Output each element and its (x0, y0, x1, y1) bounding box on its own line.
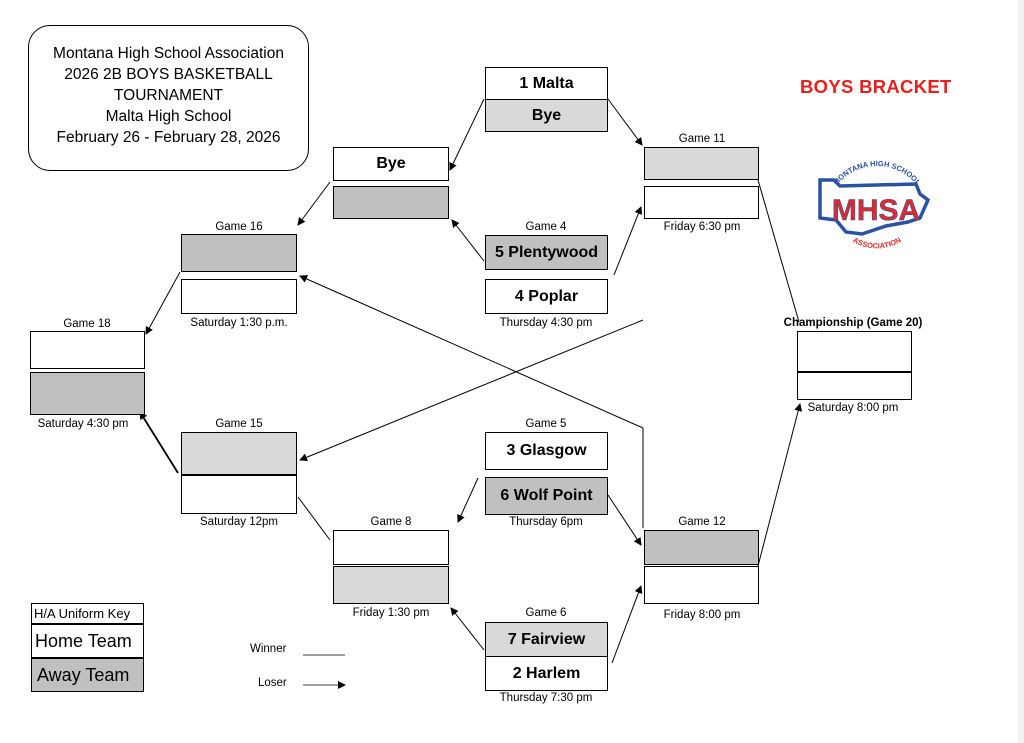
empty-slot (333, 566, 449, 604)
game-11-title: Game 11 (678, 133, 726, 145)
logo-main-text: MHSA (832, 194, 920, 227)
empty-slot (644, 566, 759, 604)
empty-slot (30, 331, 145, 369)
empty-slot (181, 432, 297, 475)
header-line: 2026 2B BOYS BASKETBALL (64, 66, 273, 83)
game-15-title: Game 15 (215, 418, 263, 430)
team-slot-bye: Bye (333, 147, 449, 181)
empty-slot (644, 147, 759, 180)
game-5-title: Game 5 (525, 418, 567, 430)
team-slot-wolf-point: 6 Wolf Point (485, 477, 608, 515)
empty-slot (333, 530, 449, 565)
empty-slot (181, 279, 297, 314)
game-4-time: Thursday 4:30 pm (499, 317, 593, 329)
montana-outline-icon (818, 178, 931, 236)
empty-slot (181, 475, 297, 514)
game-18-title: Game 18 (63, 318, 111, 330)
game-6-title: Game 6 (525, 607, 567, 619)
legend-winner-label: Winner (250, 643, 287, 655)
uniform-key-home: Home Team (31, 624, 144, 658)
uniform-key-title: H/A Uniform Key (31, 603, 144, 624)
game-6-time: Thursday 7:30 pm (499, 692, 593, 704)
empty-slot (644, 186, 759, 219)
empty-slot (30, 372, 145, 415)
game-11-time: Friday 6:30 pm (663, 221, 741, 233)
game-15-time: Saturday 12pm (200, 516, 278, 528)
championship-title: Championship (Game 20) (783, 317, 923, 329)
header-line: February 26 - February 28, 2026 (56, 129, 281, 146)
team-slot-poplar: 4 Poplar (485, 279, 608, 314)
mhsa-logo: MONTANA HIGH SCHOOL MHSA ASSOCIATION (818, 160, 931, 251)
empty-slot (797, 331, 912, 372)
empty-slot (181, 234, 297, 272)
uniform-key-away: Away Team (31, 658, 144, 692)
team-slot-bye: Bye (485, 99, 608, 132)
game-12-title: Game 12 (678, 516, 726, 528)
team-slot-plentywood: 5 Plentywood (485, 235, 608, 270)
team-slot-glasgow: 3 Glasgow (485, 432, 608, 470)
game-8-time: Friday 1:30 pm (352, 607, 430, 619)
game-12-time: Friday 8:00 pm (663, 609, 741, 621)
game-8-title: Game 8 (370, 516, 412, 528)
game-16-title: Game 16 (215, 221, 263, 233)
bracket-label: BOYS BRACKET (800, 76, 952, 97)
header-line: Montana High School Association (53, 45, 284, 62)
header-line: Malta High School (105, 108, 232, 125)
logo-arc-bottom-text: ASSOCIATION (851, 235, 902, 250)
empty-slot (333, 186, 449, 219)
championship-time: Saturday 8:00 pm (807, 402, 899, 414)
game-4-title: Game 4 (525, 221, 567, 233)
team-slot-fairview: 7 Fairview (485, 622, 608, 657)
legend-loser-label: Loser (258, 677, 287, 689)
empty-slot (644, 530, 759, 565)
team-slot-malta: 1 Malta (485, 67, 608, 100)
empty-slot (797, 372, 912, 400)
tournament-header: Montana High School Association 2026 2B … (28, 25, 309, 171)
game-18-time: Saturday 4:30 pm (37, 418, 129, 430)
team-slot-harlem: 2 Harlem (485, 656, 608, 691)
game-16-time: Saturday 1:30 p.m. (190, 317, 288, 329)
header-line: TOURNAMENT (113, 87, 224, 104)
game-5-time: Thursday 6pm (509, 516, 583, 528)
